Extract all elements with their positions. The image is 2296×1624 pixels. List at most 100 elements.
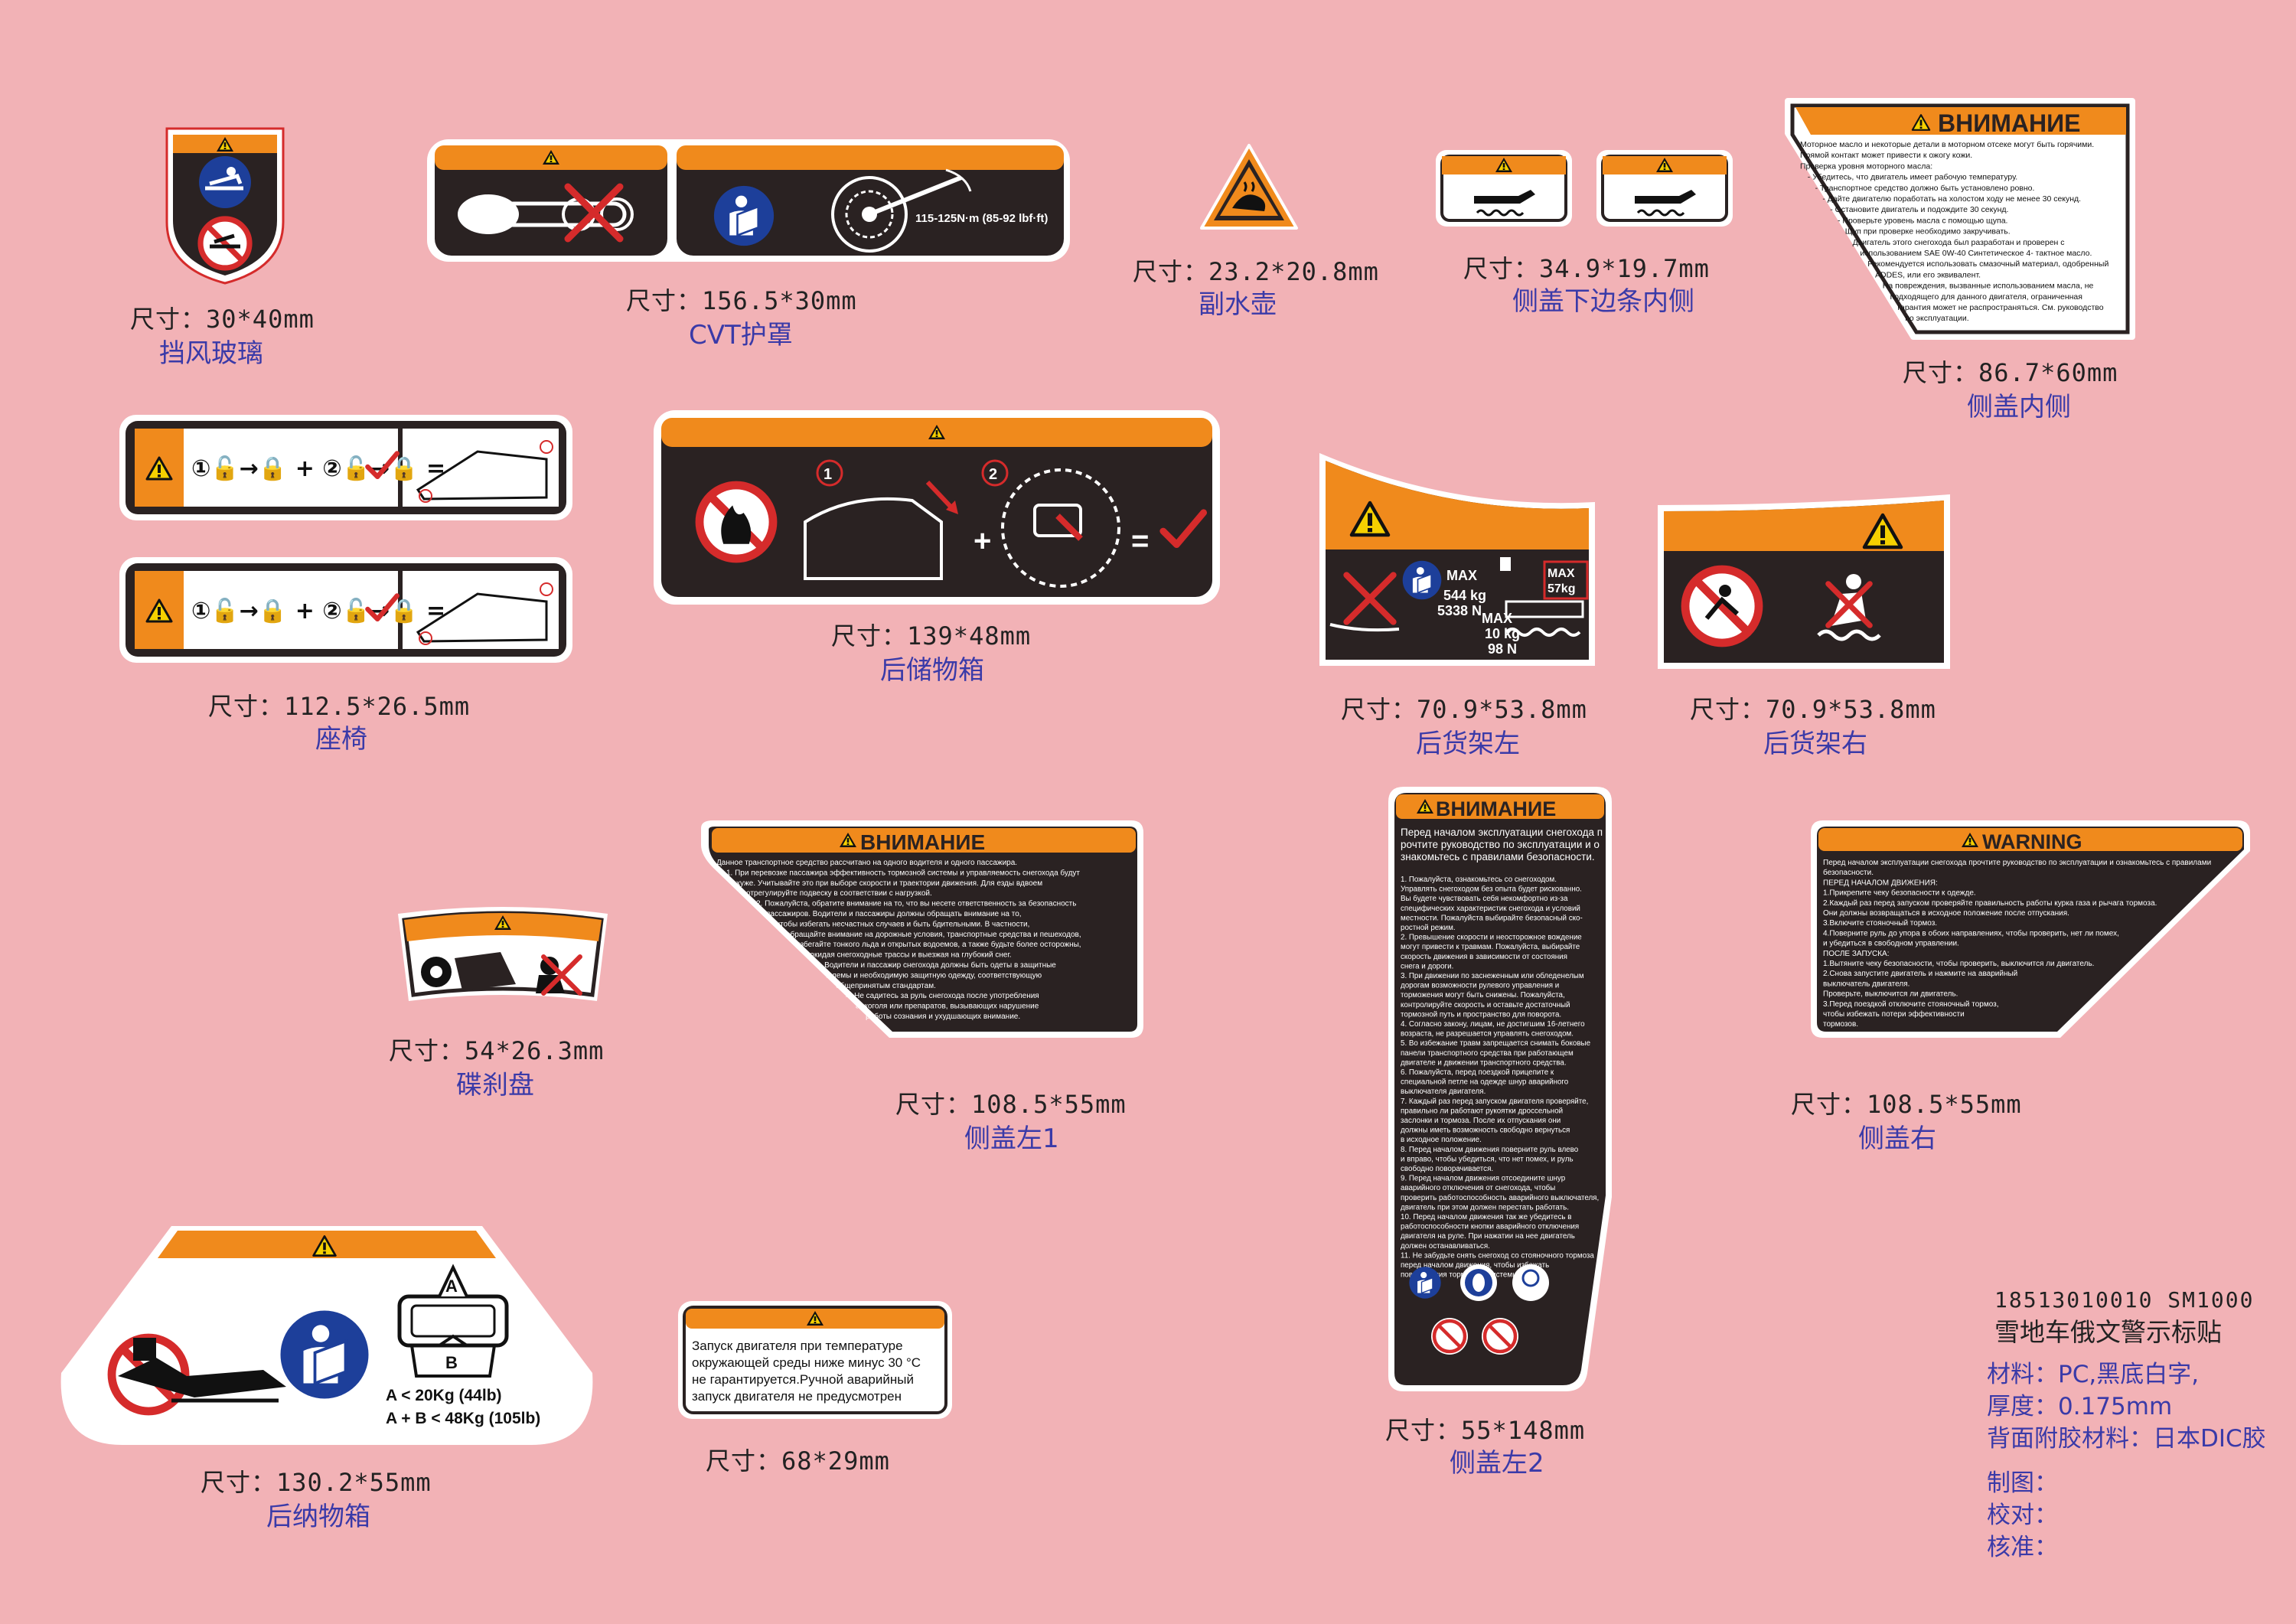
warning-line: 3.Перед поездкой отключите стояночный то… [1823,1000,1999,1009]
warning-line: Управлять снегоходом без опыта будет рис… [1401,885,1582,894]
warning-line: чтобы избегать несчастных случаев и быть… [776,919,1029,928]
ppe-icon [1512,1264,1549,1301]
label-rearbox: A B A < 20Kg (44lb) A + B < 48Kg (105lb) [57,1223,597,1448]
label-name: 侧盖右 [1858,1123,1936,1154]
warning-line: общепринятым стандартам. [836,981,936,990]
label-sideleft2: ВНИМАНИЕ Перед началом эксплуатации снег… [1385,784,1615,1396]
size-text: 尺寸：23.2*20.8mm [1133,257,1379,286]
svg-text:1: 1 [823,466,832,483]
hot-liquid-icon [1232,194,1266,211]
hot-surface-sticker [1436,150,1572,227]
warning-line: чтобы избежать потери эффективности [1823,1009,1965,1019]
warning-line: снега и дороги. [1401,962,1453,970]
warning-line: местности. Пожалуйста выбирайте безопасн… [1401,914,1583,922]
warning-line: Они должны возвращаться в исходное полож… [1823,909,2069,918]
doc-title: 雪地车俄文警示标贴 [1994,1317,2222,1347]
warning-line: свободно поворачивается. [1401,1165,1493,1173]
warning-line: двигатель при этом должен перестать рабо… [1401,1203,1569,1211]
latch-detail-icon [1001,468,1120,588]
warning-line: Моторное масло и некоторые детали в мото… [1800,140,2094,149]
clutch-torque-icon [831,168,972,253]
label-name: 侧盖左1 [964,1123,1059,1154]
svg-text:MAX: MAX [1482,611,1512,626]
warning-line: Проверьте, выключится ли двигатель. [1823,990,1958,999]
warning-line: работы сознания и ухудшающих внимание. [866,1012,1020,1021]
warning-line: шлемы и необходимую защитную одежду, соо… [826,970,1042,980]
seat-sticker: ①🔓→🔒 + ②🔓→🔒 = [119,557,572,663]
label-sideright: WARNING Перед началом эксплуатации снего… [1808,817,2253,1041]
warning-line: ADDES, или его эквивалент. [1875,270,1981,279]
load-limit-ab: A + B < 48Kg (105lb) [386,1410,540,1427]
warning-body: Моторное масло и некоторые детали в мото… [1800,140,2108,323]
label-windshield [161,122,289,288]
safety-pictograms [1408,1264,1549,1355]
label-rearstorage: 1 + 2 = [652,409,1221,606]
no-tow-icon [201,219,249,268]
warning-line: 6. Пожалуйста, перед поездкой прицепите … [1401,1068,1554,1077]
warning-body: 1. Пожалуйста, ознакомьтесь со снегоходо… [1401,876,1599,1280]
label-sideleft1: ВНИМАНИЕ Данное транспортное средство ра… [698,817,1146,1041]
no-rider-icon [1817,574,1881,641]
warning-line: - Остановите двигатель и подождите 30 се… [1830,205,2008,214]
warning-line: Щуп при проверке необходимо закручивать. [1845,227,2011,236]
label-name: 侧盖内侧 [1967,392,2071,422]
part-code: 18513010010 SM1000 [1994,1287,2255,1313]
warning-line: и вправо, чтобы убедиться, что нет помех… [1401,1155,1574,1163]
warning-line: обращайте внимание на дорожные условия, … [786,930,1081,939]
warning-line: должны иметь возможность свободно вернут… [1401,1127,1570,1135]
warning-line: гарантия может не распространяться. См. … [1897,303,2103,312]
warning-line: 2.Снова запустите двигатель и нажмите на… [1823,970,2017,978]
warning-line: тормозов. [1823,1020,1858,1029]
read-manual-icon [713,184,775,247]
size-text: 尺寸：112.5*26.5mm [208,692,471,721]
warning-line: специфических характеристик снегохода и … [1401,905,1580,913]
warning-line: аварийного отключения от снегохода, чтоб… [1401,1184,1555,1192]
warning-line: работоспособности кнопки аварийного откл… [1401,1223,1579,1231]
load-limit-a: A < 20Kg (44lb) [386,1387,502,1404]
warning-line: 9. Перед началом движения отсоедините шн… [1401,1175,1566,1183]
size-text: 尺寸：156.5*30mm [626,286,857,315]
warning-line: 1.Прикрепите чеку безопасности к одежде. [1823,889,1976,898]
label-cvt: 115-125N·m (85-92 lbf·ft) [426,138,1071,263]
warning-line: знакомьтесь с правилами безопасности. [1401,851,1595,863]
label-name: 挡风玻璃 [159,338,263,369]
warning-body: Запуск двигателя при температуреокружающ… [692,1339,921,1404]
svg-text:98 N: 98 N [1488,641,1517,657]
adhesive-text: 背面附胶材料：日本DIC胶 [1987,1425,2266,1453]
svg-text:5338 N: 5338 N [1437,603,1482,618]
warning-line: и убедиться в свободном управлении. [1823,939,1959,948]
warning-line: - Дайте двигателю поработать на холостом… [1822,194,2081,204]
warning-line: Вы будете чувствовать себя некомфортно и… [1401,895,1568,903]
svg-text:57kg: 57kg [1548,582,1575,595]
warning-line: проверить работоспособность аварийного в… [1401,1194,1599,1202]
warning-line: запуск двигателя не предусмотрен [692,1389,902,1404]
label-rackleft: MAX 544 kg 5338 N MAX 10 kg 98 N MAX 57k… [1315,448,1601,670]
svg-text:①🔓→🔒 + ②🔓→🔒 =: ①🔓→🔒 + ②🔓→🔒 = [191,455,445,482]
seat-sticker: ①🔓→🔒 + ②🔓→🔒 = [119,415,572,520]
warning-line: 11. Не забудьте снять снегоход со стояно… [1401,1251,1594,1260]
read-manual-icon [279,1309,370,1401]
warning-line: алкоголя или препаратов, вызывающих нару… [856,1003,1039,1011]
drawn-by-field: 制图： [1987,1469,2058,1497]
warning-line: 4. Не садитесь за руль снегохода после у… [846,991,1039,1000]
warning-line: выключателя двигателя. [1401,1088,1486,1096]
warning-line: специальной петле на одежде шнур аварийн… [1401,1078,1569,1087]
warning-line: пассажиров. Водители и пассажиры должны … [766,909,1022,918]
warning-intro: Перед началом эксплуатации снегохода про… [1401,827,1603,863]
svg-text:=: = [1131,524,1149,558]
warning-line: в исходное положение. [1401,1136,1482,1144]
label-name: 后货架左 [1416,729,1520,759]
warning-line: по эксплуатации. [1905,314,1969,323]
warning-line: дорогам возможности рулевого управления … [1401,982,1559,990]
svg-text:544 kg: 544 kg [1443,588,1486,603]
warning-line: правильно ли работают рукоятки дроссельн… [1401,1107,1563,1115]
size-text: 尺寸：55*148mm [1385,1416,1586,1445]
svg-text:2: 2 [989,466,997,483]
warning-line: контролируйте скорость и оставьте достат… [1401,1001,1570,1009]
warning-line: 1.Вытяните чеку безопасности, чтобы пров… [1823,959,2094,968]
storage-lid-icon [804,497,943,580]
warning-line: 2. Превышение скорости и неосторожное во… [1401,934,1582,942]
label-reservoir [1199,142,1300,233]
label-name: 后货架右 [1763,729,1867,759]
size-text: 尺寸：139*48mm [831,621,1032,651]
